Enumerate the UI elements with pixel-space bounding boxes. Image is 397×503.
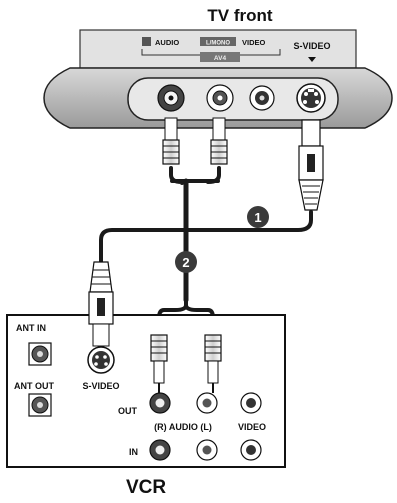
- vcr-audio-l-plug: [204, 334, 222, 393]
- tv-label-strip: AUDIO L/MONO VIDEO S-VIDEO AV4: [79, 29, 357, 69]
- vcr-in-audio-r-jack: [149, 439, 171, 461]
- vcr-svideo-plug: [88, 261, 114, 347]
- svideo-arrow-icon: [308, 57, 316, 62]
- tv-audio-r-jack: [157, 84, 185, 112]
- ant-in-label: ANT IN: [16, 323, 46, 333]
- audio-r-marker: [142, 37, 151, 46]
- tv-title: TV front: [207, 6, 272, 25]
- vcr-audio-r-plug: [150, 334, 168, 393]
- vcr-svideo-jack: [87, 346, 115, 374]
- tv-audio-l-jack: [206, 84, 234, 112]
- cables: [99, 166, 313, 337]
- av-box: [200, 52, 240, 62]
- vcr-video-label: VIDEO: [238, 422, 266, 432]
- vcr-out-audio-r-jack: [149, 392, 171, 414]
- mono-label: L/MONO: [206, 41, 230, 47]
- mono-box: [200, 37, 236, 46]
- callout-1-label: 1: [254, 210, 261, 225]
- tv-audio-r-plug: [162, 117, 180, 165]
- tv-video-jack: [249, 85, 275, 111]
- callout-2-label: 2: [182, 255, 189, 270]
- ant-out-jack: [28, 393, 52, 417]
- vcr-title: VCR: [126, 477, 166, 498]
- ant-in-jack: [28, 342, 52, 366]
- callout-1: 1: [247, 206, 269, 228]
- tv-svideo-label: S-VIDEO: [293, 41, 330, 51]
- audio-rl-label: (R) AUDIO (L): [154, 422, 212, 432]
- tv-svideo-plug: [298, 119, 324, 211]
- vcr-in-audio-l-jack: [196, 439, 218, 461]
- out-label: OUT: [118, 406, 138, 416]
- vcr-svideo-label: S-VIDEO: [82, 381, 119, 391]
- tv-audio-l-plug: [210, 117, 228, 165]
- ant-out-label: ANT OUT: [14, 381, 54, 391]
- vcr-out-audio-l-jack: [196, 392, 218, 414]
- video-label: VIDEO: [242, 38, 266, 47]
- audio-label: AUDIO: [155, 38, 179, 47]
- av-label: AV4: [214, 55, 227, 62]
- tv-panel: [43, 67, 393, 129]
- vcr-out-video-jack: [240, 392, 262, 414]
- in-label: IN: [129, 447, 138, 457]
- tv-svideo-jack: [296, 83, 326, 113]
- callout-2: 2: [175, 251, 197, 273]
- vcr-panel: ANT IN ANT OUT S-VIDEO OUT: [6, 314, 286, 468]
- vcr-in-video-jack: [240, 439, 262, 461]
